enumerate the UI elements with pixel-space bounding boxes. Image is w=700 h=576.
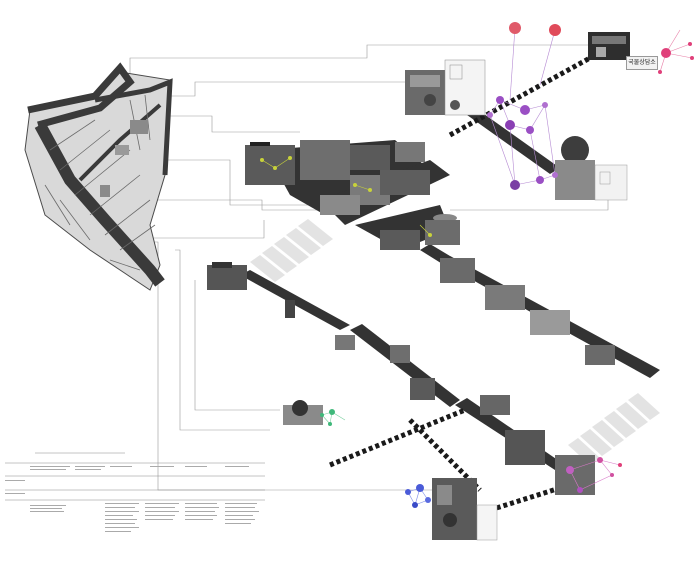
legend-table (5, 452, 265, 532)
network-purple (487, 22, 561, 190)
dashed-path-bottom (489, 485, 561, 513)
dashed-path-lower (408, 418, 482, 492)
crosswalk-bottom (568, 393, 660, 465)
photo-cutouts (207, 32, 630, 541)
map-upper-road (27, 62, 135, 129)
dashed-path-upper (448, 55, 592, 138)
street-mid (350, 324, 460, 407)
district-map (24, 62, 173, 291)
dashed-paths (329, 55, 592, 513)
map-east-road (78, 103, 162, 182)
network-pink-bottom (566, 457, 622, 493)
photo-left-scene (207, 265, 247, 290)
network-yellow (260, 156, 432, 237)
photo-tree-right (561, 136, 589, 164)
network-green (320, 409, 346, 426)
network-pink (658, 29, 694, 74)
dashed-path-middle (329, 407, 466, 468)
map-main-road (34, 122, 165, 287)
map-diagonal-road (94, 78, 173, 176)
shop-sign: 국물상담소 (626, 56, 658, 70)
crosswalk-top (250, 219, 333, 282)
leader-lines (115, 44, 609, 491)
network-blue (405, 484, 431, 508)
